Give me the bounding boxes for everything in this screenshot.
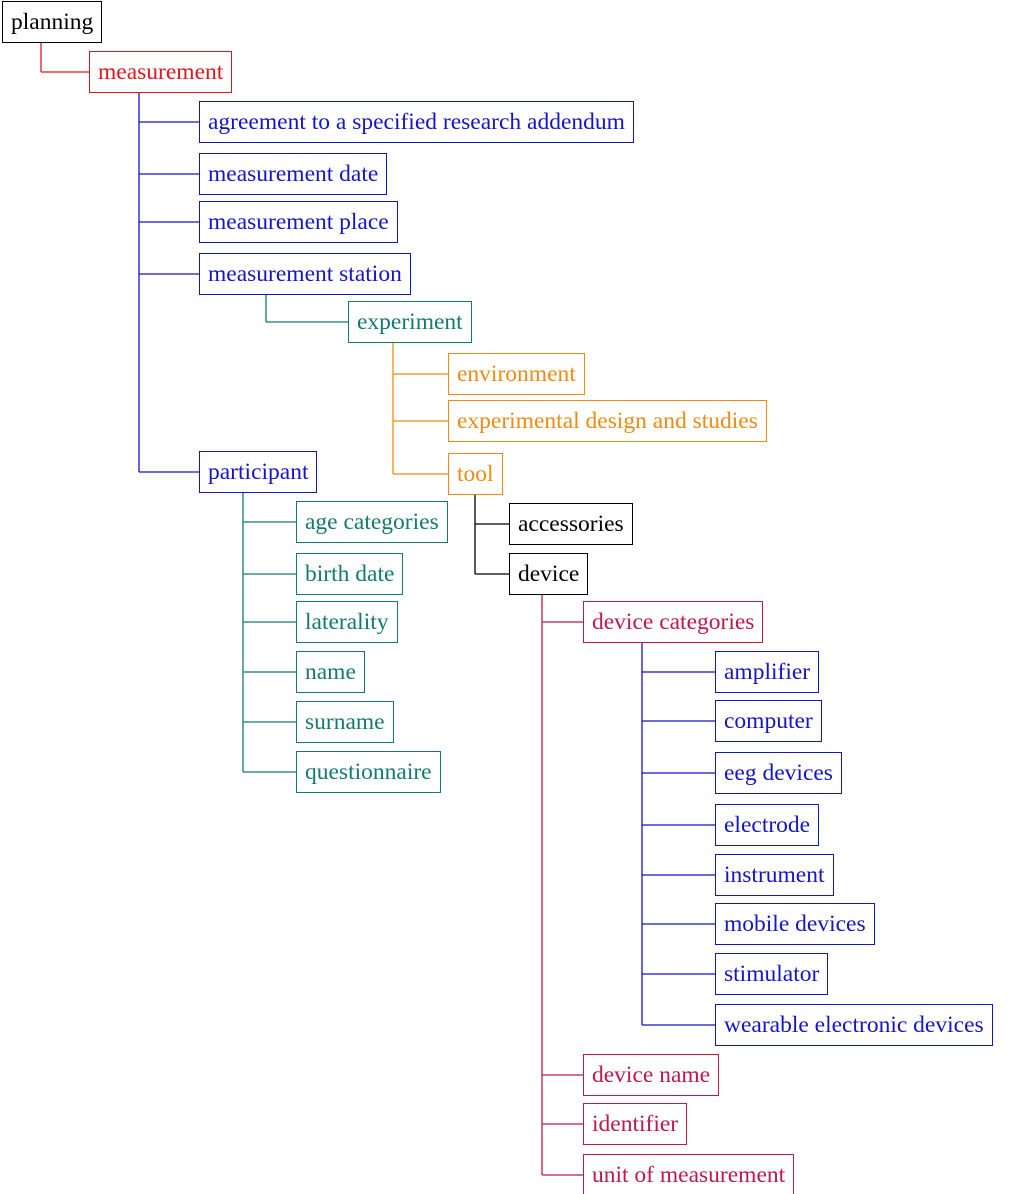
node-measurement: measurement	[89, 51, 233, 93]
node-identifier: identifier	[583, 1103, 688, 1145]
node-amplifier: amplifier	[715, 651, 820, 693]
node-device: device	[509, 553, 589, 595]
node-measurement-station: measurement station	[199, 253, 411, 295]
node-unit-of-measurement: unit of measurement	[583, 1154, 795, 1194]
node-computer: computer	[715, 700, 822, 742]
node-name: name	[296, 651, 365, 693]
node-eeg-devices: eeg devices	[715, 752, 842, 794]
node-electrode: electrode	[715, 804, 820, 846]
node-accessories: accessories	[509, 503, 633, 545]
node-age-categories: age categories	[296, 501, 448, 543]
node-measurement-date: measurement date	[199, 153, 388, 195]
node-measurement-place: measurement place	[199, 201, 398, 243]
node-environment: environment	[448, 353, 585, 395]
node-instrument: instrument	[715, 854, 834, 896]
node-planning: planning	[2, 1, 103, 43]
node-device-name: device name	[583, 1054, 720, 1096]
node-experimental-design: experimental design and studies	[448, 400, 767, 442]
node-birth-date: birth date	[296, 553, 404, 595]
node-participant: participant	[199, 451, 318, 493]
node-wearable-electronic-devices: wearable electronic devices	[715, 1004, 993, 1046]
node-tool: tool	[448, 453, 503, 495]
node-questionnaire: questionnaire	[296, 751, 441, 793]
node-device-categories: device categories	[583, 601, 764, 643]
node-mobile-devices: mobile devices	[715, 903, 875, 945]
node-laterality: laterality	[296, 601, 398, 643]
node-stimulator: stimulator	[715, 953, 829, 995]
node-experiment: experiment	[348, 301, 472, 343]
node-agreement: agreement to a specified research addend…	[199, 101, 634, 143]
node-surname: surname	[296, 701, 394, 743]
